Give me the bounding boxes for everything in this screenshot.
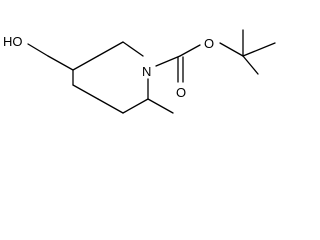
bond-c6-c5 — [122, 98, 149, 114]
atom-label-o-carbonyl: O — [176, 85, 186, 100]
bond-c2-n — [122, 41, 144, 57]
atom-label-o-ester: O — [204, 36, 214, 51]
bond-cq-methyl-right — [242, 42, 276, 57]
bond-ho-ch2 — [27, 43, 49, 57]
bond-c5-c4 — [97, 98, 124, 114]
bond-oester-cq — [219, 42, 244, 57]
atom-label-ho: HO — [3, 34, 23, 49]
bond-c3-c2 — [97, 41, 124, 57]
bond-n-carbonyl — [155, 55, 181, 67]
bond-c6-methyl — [147, 98, 174, 114]
bond-ch2-c4 — [47, 55, 74, 71]
chemical-structure: HO N O O — [3, 29, 276, 114]
bond-cq-methyl-down — [242, 55, 259, 75]
bond-c4-c3 — [72, 55, 99, 71]
bond-carbonyl-oester — [179, 44, 201, 57]
atom-label-n: N — [142, 64, 151, 79]
bond-c4-ring — [72, 84, 99, 100]
